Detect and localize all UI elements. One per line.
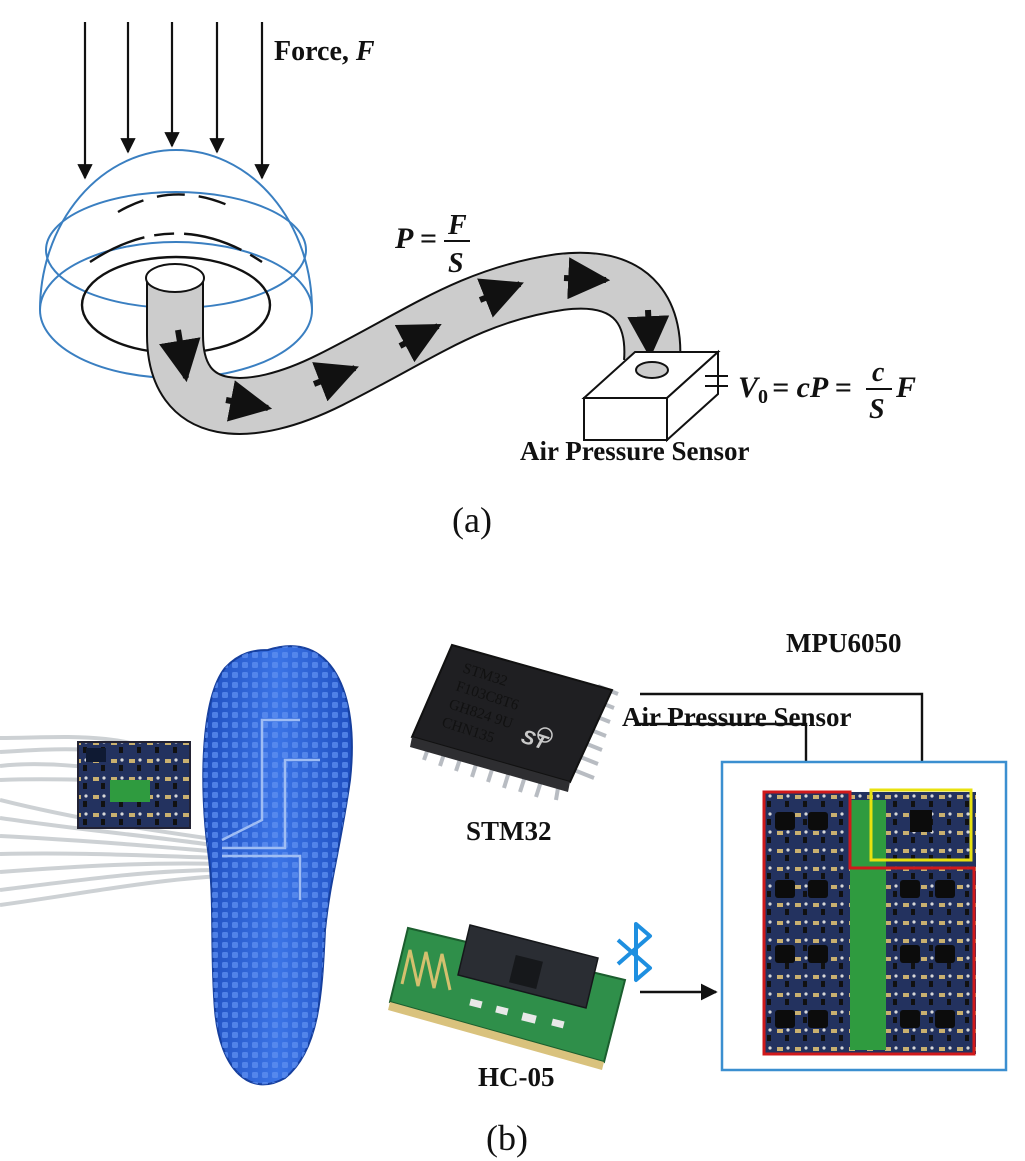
force-label: Force, F xyxy=(274,36,375,67)
imu-chip xyxy=(910,810,932,832)
voltage-equation-denominator: S xyxy=(869,394,885,425)
pressure-equation: P = F S xyxy=(394,210,470,279)
module-components xyxy=(469,998,565,1029)
force-arrows xyxy=(77,22,270,180)
flow-arrow xyxy=(225,380,273,422)
caption-a: (a) xyxy=(452,500,492,540)
antenna-trace xyxy=(400,949,452,991)
pressure-equation-numerator: F xyxy=(447,210,467,241)
hc05-label: HC-05 xyxy=(478,1062,555,1092)
flow-arrow xyxy=(159,329,201,383)
flow-arrows xyxy=(159,257,670,422)
stm32-label: STM32 xyxy=(466,816,552,846)
voltage-equation-lhs: V0= cP = xyxy=(738,371,852,408)
air-pressure-sensor-box xyxy=(581,349,728,443)
flow-arrow xyxy=(394,323,442,363)
mpu6050-region xyxy=(869,788,973,862)
pressure-equation-denominator: S xyxy=(448,248,464,279)
flow-arrow xyxy=(563,257,611,300)
pressure-equation-lhs: P = xyxy=(394,222,437,255)
air-pressure-sensor-label: Air Pressure Sensor xyxy=(622,702,852,732)
voltage-equation-numerator: c xyxy=(872,357,885,388)
module-board xyxy=(388,926,627,1064)
voltage-equation: V0= cP = c S F xyxy=(738,357,916,425)
caption-b: (b) xyxy=(486,1118,528,1158)
bluetooth-icon xyxy=(616,922,652,982)
chip-dot xyxy=(537,727,553,743)
pressure-sensor-region xyxy=(762,790,976,1056)
stm32-chip: STM32 F103C8T6 GH824 9U CHN135 ST xyxy=(410,643,619,801)
tube-opening xyxy=(145,263,205,293)
mpu6050-pointer-arrow xyxy=(640,692,931,792)
sensor-board xyxy=(720,760,1008,1072)
flow-arrow xyxy=(312,362,359,402)
panel-b: STM32 F103C8T6 GH824 9U CHN135 ST STM32 xyxy=(0,628,1008,1158)
acquisition-pcb xyxy=(77,741,191,829)
voltage-equation-rhs: F xyxy=(895,371,916,404)
hc05-module xyxy=(388,924,627,1070)
board-green-strip xyxy=(850,800,886,1050)
flow-arrow xyxy=(627,309,670,359)
pressure-sensor-modules xyxy=(775,812,955,1028)
dome-outline xyxy=(39,149,313,311)
sensor-label: Air Pressure Sensor xyxy=(520,436,750,466)
mpu6050-label: MPU6050 xyxy=(786,628,901,658)
air-tube xyxy=(145,251,682,435)
insole xyxy=(202,645,353,1086)
panel-a: Force, F xyxy=(39,22,916,540)
insole-sensor-traces xyxy=(221,718,320,900)
flow-arrow xyxy=(477,278,524,318)
